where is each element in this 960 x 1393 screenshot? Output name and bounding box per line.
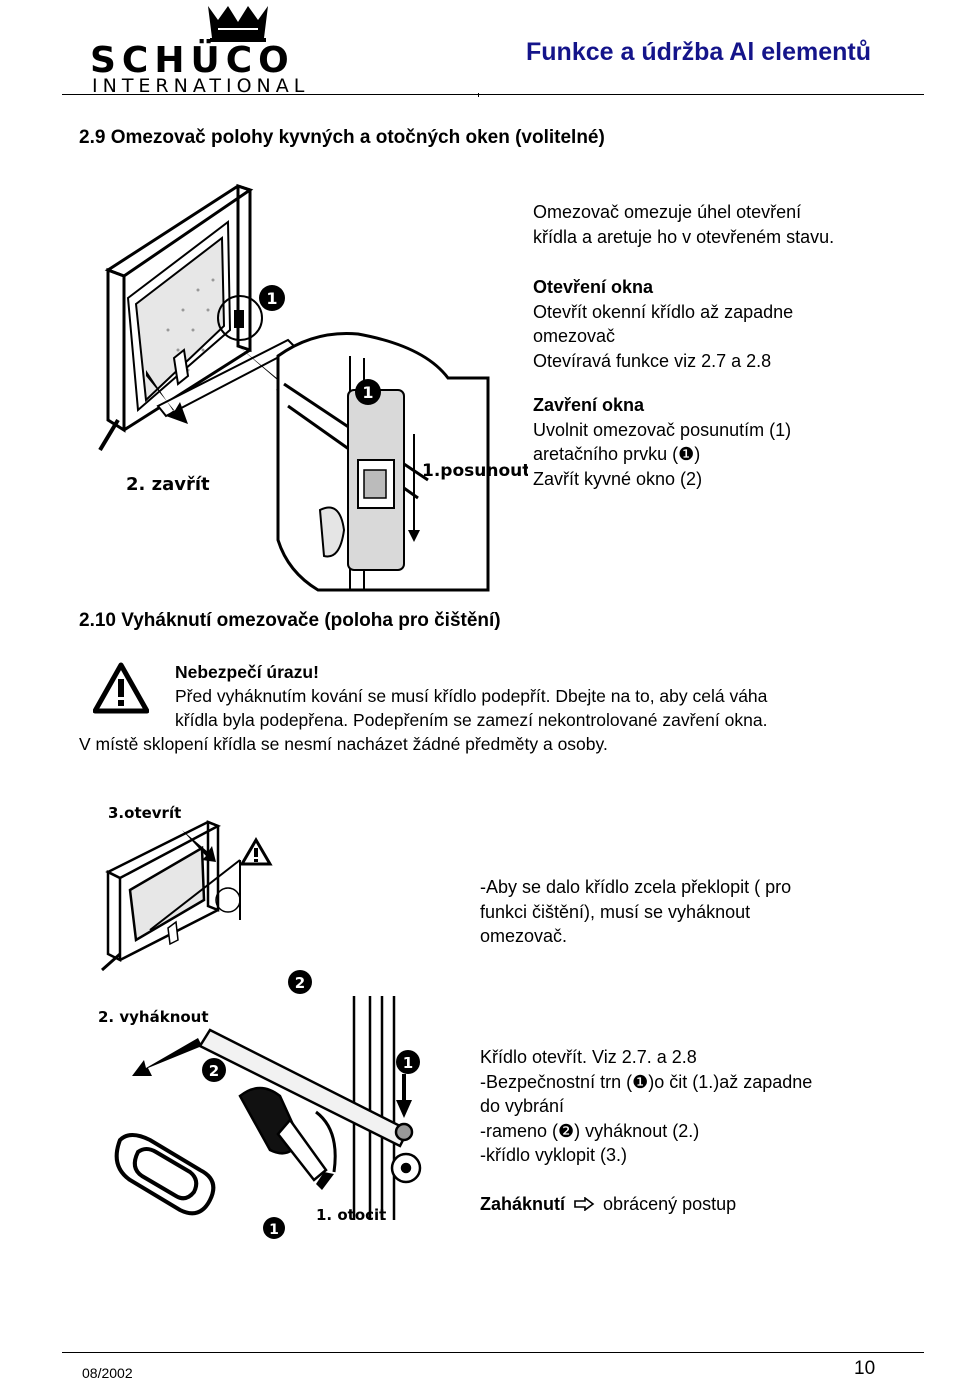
steps-block: Křídlo otevřít. Viz 2.7. a 2.8 -Bezpečno…	[480, 1045, 812, 1168]
step-line: -Bezpečnostní trn (❶)o čit (1.)až zapadn…	[480, 1071, 813, 1092]
unhook-line: funkci čištění), musí se vyháknout	[480, 901, 751, 922]
label-open: 3.otevrít	[108, 804, 181, 822]
closing-line: Uvolnit omezovač posunutím (1)	[533, 419, 792, 440]
step-line: do vybrání	[480, 1096, 565, 1116]
page-title: Funkce a údržba Al elementů	[526, 38, 871, 66]
limiter-closeup: 1	[276, 332, 490, 592]
rehook-line: Zaháknutí obrácený postup	[480, 1192, 736, 1217]
step-line: -křídlo vyklopit (3.)	[480, 1145, 628, 1165]
badge-1-top: 1	[259, 285, 285, 311]
footer-rule	[62, 1352, 924, 1353]
window-handle-small	[167, 920, 179, 946]
svg-text:1: 1	[362, 383, 373, 402]
header-tick	[478, 93, 479, 97]
svg-text:1: 1	[266, 289, 277, 308]
open-arrow-icon	[182, 830, 216, 862]
turn-arrow-icon	[316, 1172, 334, 1190]
intro-line: křídla a aretuje ho v otevřeném stavu.	[533, 226, 835, 247]
unhook-line: -Aby se dalo křídlo zcela překlopit ( pr…	[480, 877, 792, 897]
window-handle	[172, 348, 190, 386]
label-unhook: 2. vyháknout	[98, 1008, 209, 1026]
warning-tail: V místě sklopení křídla se nesmí nacháze…	[79, 734, 608, 754]
unhook-arrow-icon	[132, 1038, 202, 1076]
badge-1-right: 1	[396, 1050, 420, 1074]
svg-text:2: 2	[209, 1062, 219, 1080]
badge-1-bottom: 1	[263, 1217, 285, 1239]
step-line: Křídlo otevřít. Viz 2.7. a 2.8	[480, 1047, 697, 1067]
rehook-title: Zaháknutí	[480, 1194, 566, 1214]
unhook-line: omezovač.	[480, 926, 568, 946]
opening-line: omezovač	[533, 326, 616, 346]
svg-text:2: 2	[295, 974, 305, 992]
intro-text: Omezovač omezuje úhel otevření křídla a …	[533, 200, 834, 249]
label-close: 2. zavřít	[126, 474, 210, 495]
close-arrow-icon	[146, 370, 188, 424]
figure-unhook: 3.otevrít 2. vyháknout	[98, 804, 422, 1239]
section-heading-2-9: 2.9 Omezovač polohy kyvných a otočných o…	[79, 127, 605, 148]
warning-triangle-icon	[93, 662, 149, 714]
closing-title: Zavření okna	[533, 395, 645, 415]
page-number: 10	[854, 1358, 876, 1379]
warning-title: Nebezpečí úrazu!	[175, 662, 319, 682]
svg-text:1: 1	[403, 1054, 413, 1072]
limiter-detail-circle	[217, 295, 263, 341]
logo-subword: INTERNATIONAL	[92, 75, 309, 96]
step-line: -rameno (❷) vyháknout (2.)	[480, 1120, 700, 1141]
opening-line: Otevíravá funkce viz 2.7 a 2.8	[533, 350, 772, 371]
badge-2-left: 2	[202, 1058, 226, 1082]
small-window-drawing	[101, 820, 241, 972]
limiter-circle-small	[215, 887, 241, 913]
tilt-window-drawing	[98, 183, 298, 452]
closing-block: Zavření okna Uvolnit omezovač posunutím …	[533, 393, 791, 491]
warning-line: Před vyháknutím kování se musí křídlo po…	[175, 686, 768, 706]
pin-arrow-icon	[396, 1074, 412, 1118]
header-rule	[62, 94, 924, 95]
closing-line: aretačního prvku (❶)	[533, 444, 701, 464]
badge-2-top: 2	[288, 970, 312, 994]
intro-line: Omezovač omezuje úhel otevření	[533, 202, 802, 222]
closing-line: Zavřít kyvné okno (2)	[533, 468, 703, 489]
opening-block: Otevření okna Otevřít okenní křídlo až z…	[533, 275, 793, 373]
label-slide: 1.posunout	[422, 461, 528, 481]
logo-word: SCHÜCO	[90, 39, 295, 81]
crown-icon	[208, 6, 268, 42]
label-turn: 1. otocit	[316, 1206, 386, 1224]
unhook-closeup	[114, 996, 422, 1220]
badge-1-closeup: 1	[355, 379, 381, 405]
section-heading-2-10: 2.10 Vyháknutí omezovače (poloha pro čiš…	[79, 610, 501, 631]
opening-title: Otevření okna	[533, 277, 654, 297]
footer-date: 08/2002	[82, 1365, 133, 1381]
unhook-block: -Aby se dalo křídlo zcela překlopit ( pr…	[480, 875, 791, 949]
opening-line: Otevřít okenní křídlo až zapadne	[533, 301, 794, 322]
schuco-logo: SCHÜCO INTERNATIONAL	[90, 6, 309, 96]
rehook-text: obrácený postup	[603, 1194, 737, 1214]
hollow-arrow-right-icon	[574, 1196, 595, 1212]
svg-text:1: 1	[269, 1222, 279, 1238]
figure-limiter-close: 1 2. zavřít 1 1.posunout	[98, 183, 528, 592]
warning-line: křídla byla podepřena. Podepřením se zam…	[175, 710, 768, 730]
warning-block: Nebezpečí úrazu! Před vyháknutím kování …	[175, 660, 767, 732]
